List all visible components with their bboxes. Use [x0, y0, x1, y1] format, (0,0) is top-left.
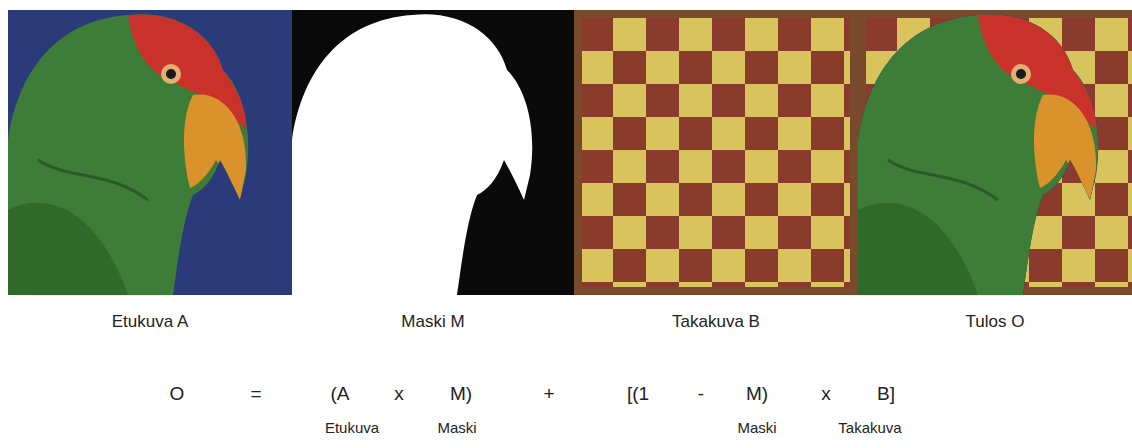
formula-operator: -	[698, 384, 704, 405]
term-caption: Etukuva	[325, 420, 379, 437]
formula-term: (A	[331, 384, 350, 405]
illustration	[0, 0, 1132, 300]
term-caption: Takakuva	[838, 420, 901, 437]
formula-term: M)	[746, 384, 768, 405]
formula-operator: =	[250, 384, 261, 405]
formula-term: [(1	[627, 384, 649, 405]
panel-caption: Takakuva B	[672, 313, 760, 332]
term-caption: Maski	[737, 420, 776, 437]
formula-term: M)	[450, 384, 472, 405]
formula-term: O	[170, 384, 185, 405]
panel-caption: Tulos O	[966, 313, 1025, 332]
term-caption: Maski	[437, 420, 476, 437]
formula-operator: +	[543, 384, 554, 405]
panel-caption: Maski M	[401, 313, 464, 332]
formula-operator: x	[821, 384, 831, 405]
panel-caption: Etukuva A	[112, 313, 189, 332]
formula-operator: x	[394, 384, 404, 405]
formula-term: B]	[877, 384, 895, 405]
